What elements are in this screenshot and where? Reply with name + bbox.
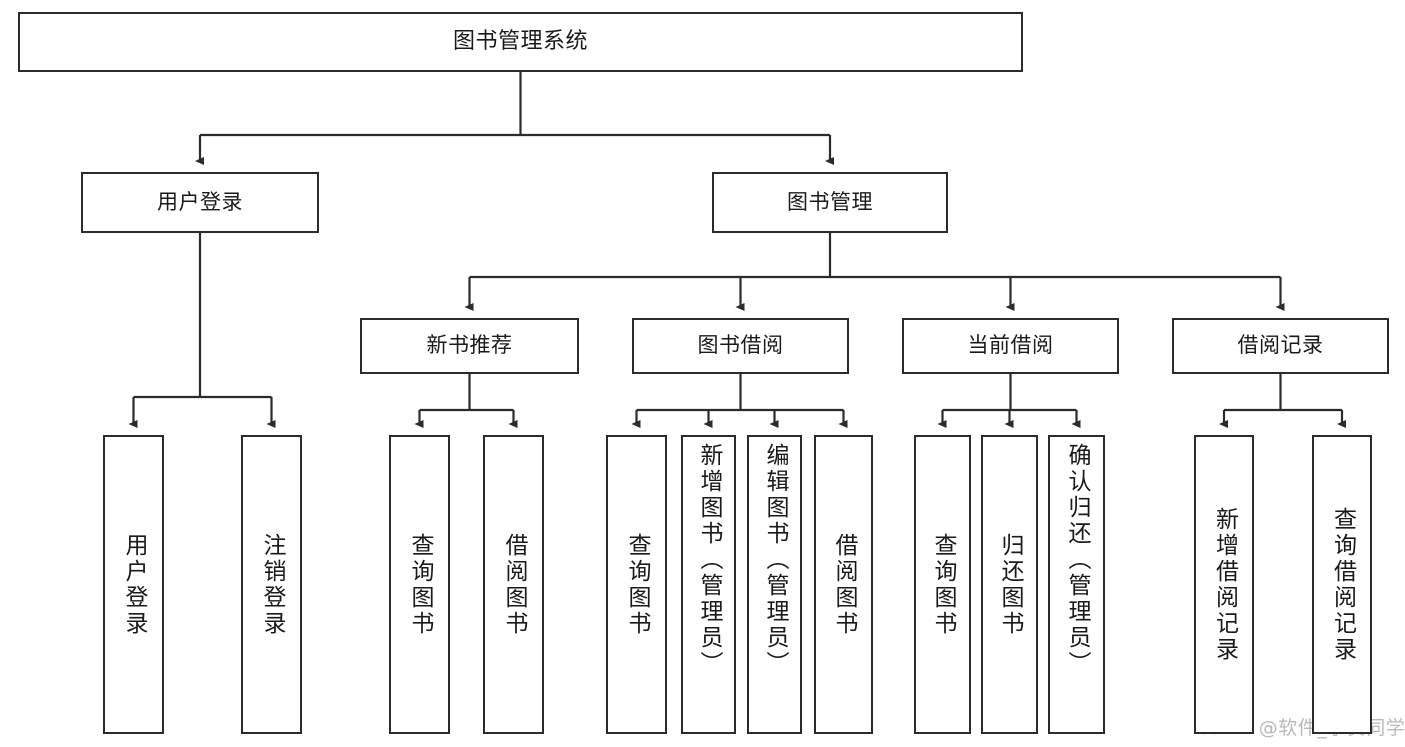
node-leaf-查询图书-4[interactable]: 查询图书 xyxy=(606,435,667,734)
node-label: 图书借阅 xyxy=(697,333,784,358)
node-root-图书管理系统[interactable]: 图书管理系统 xyxy=(18,12,1023,72)
node-leaf-借阅图书-3[interactable]: 借阅图书 xyxy=(483,435,544,734)
node-leaf-查询图书-2[interactable]: 查询图书 xyxy=(389,435,450,734)
node-leaf-新增图书管理员-5[interactable]: 新增图书（管理员） xyxy=(681,435,736,734)
node-level2-当前借阅-2[interactable]: 当前借阅 xyxy=(902,318,1119,374)
node-leaf-借阅图书-7[interactable]: 借阅图书 xyxy=(814,435,873,734)
node-level2-借阅记录-3[interactable]: 借阅记录 xyxy=(1172,318,1389,374)
node-label: 查询借阅记录 xyxy=(1329,506,1356,663)
node-leaf-归还图书-9[interactable]: 归还图书 xyxy=(981,435,1038,734)
node-leaf-编辑图书管理员-6[interactable]: 编辑图书（管理员） xyxy=(747,435,802,734)
node-level1-用户登录-0[interactable]: 用户登录 xyxy=(81,172,319,233)
node-label: 借阅图书 xyxy=(831,532,857,637)
node-leaf-注销登录-1[interactable]: 注销登录 xyxy=(241,435,302,734)
node-leaf-查询图书-8[interactable]: 查询图书 xyxy=(914,435,971,734)
node-leaf-新增借阅记录-11[interactable]: 新增借阅记录 xyxy=(1194,435,1254,734)
node-label: 用户登录 xyxy=(157,189,243,214)
node-level2-新书推荐-0[interactable]: 新书推荐 xyxy=(360,318,579,374)
node-leaf-确认归还管理员-10[interactable]: 确认归还（管理员） xyxy=(1048,435,1105,734)
node-label: 编辑图书（管理员） xyxy=(762,443,788,677)
node-label: 借阅记录 xyxy=(1237,333,1324,358)
node-label: 查询图书 xyxy=(407,532,433,637)
node-leaf-用户登录-0[interactable]: 用户登录 xyxy=(103,435,164,734)
node-label: 确认归还（管理员） xyxy=(1064,443,1090,677)
node-label: 用户登录 xyxy=(121,532,147,637)
node-label: 查询图书 xyxy=(624,532,650,637)
node-leaf-查询借阅记录-12[interactable]: 查询借阅记录 xyxy=(1312,435,1372,734)
node-label: 查询图书 xyxy=(930,532,956,637)
node-label: 新增图书（管理员） xyxy=(696,443,722,677)
node-label: 注销登录 xyxy=(259,532,285,637)
node-label: 借阅图书 xyxy=(501,532,527,637)
node-label: 新书推荐 xyxy=(426,333,513,358)
node-label: 新增借阅记录 xyxy=(1211,506,1238,663)
node-label: 图书管理 xyxy=(787,189,873,214)
node-label: 图书管理系统 xyxy=(452,28,588,54)
node-label: 归还图书 xyxy=(997,532,1023,637)
node-level2-图书借阅-1[interactable]: 图书借阅 xyxy=(632,318,849,374)
node-label: 当前借阅 xyxy=(967,333,1054,358)
node-level1-图书管理-1[interactable]: 图书管理 xyxy=(712,172,948,233)
